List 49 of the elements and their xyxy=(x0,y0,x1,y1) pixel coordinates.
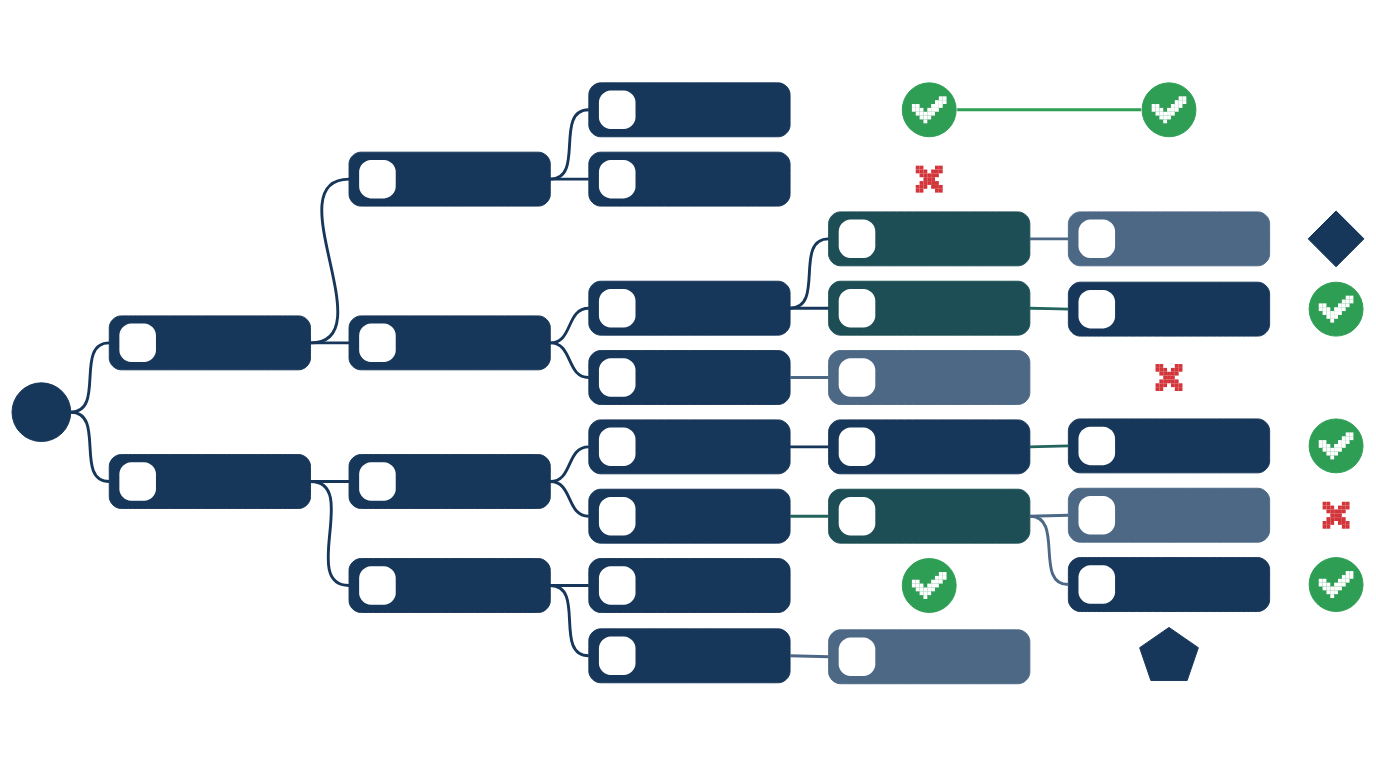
connector xyxy=(550,479,589,518)
connector xyxy=(310,177,350,344)
node-diamond xyxy=(1307,209,1365,267)
node-box xyxy=(828,628,1031,684)
node-box xyxy=(348,453,551,509)
node-box xyxy=(1067,281,1271,337)
node-box xyxy=(588,488,791,544)
node-circle xyxy=(1308,417,1364,473)
connector xyxy=(550,177,589,181)
connector xyxy=(790,375,829,379)
connector xyxy=(310,340,350,344)
node-circle xyxy=(1308,281,1364,337)
node-circle xyxy=(901,81,957,137)
node-box xyxy=(828,349,1031,405)
node-box xyxy=(828,280,1031,336)
connector xyxy=(790,653,829,658)
node-circle xyxy=(11,381,72,442)
connector xyxy=(790,306,829,310)
node-box xyxy=(108,453,311,509)
connector xyxy=(550,340,589,379)
node-box xyxy=(108,314,311,370)
connector xyxy=(1029,236,1069,240)
node-box xyxy=(828,488,1031,544)
node-pentagon xyxy=(1139,626,1199,681)
connector xyxy=(790,514,829,518)
node-circle xyxy=(901,557,957,613)
node-box xyxy=(588,418,791,474)
node-box xyxy=(348,151,551,207)
node-box xyxy=(1067,487,1271,543)
connector xyxy=(1029,306,1069,311)
node-box xyxy=(588,557,791,613)
node-circle xyxy=(1308,556,1364,612)
node-box xyxy=(1067,556,1271,612)
node-box xyxy=(588,81,791,137)
node-box xyxy=(348,557,551,613)
node-box xyxy=(348,314,551,370)
node-box xyxy=(588,280,791,336)
node-box xyxy=(828,210,1031,266)
node-box xyxy=(588,151,791,207)
connector xyxy=(790,444,829,448)
connector xyxy=(1029,443,1069,448)
connector xyxy=(550,306,589,344)
node-circle xyxy=(1141,81,1197,137)
node-box xyxy=(1067,417,1271,473)
connector xyxy=(957,107,1142,111)
node-box xyxy=(588,627,791,683)
node-box xyxy=(828,418,1031,474)
node-box xyxy=(588,349,791,405)
node-box xyxy=(1067,210,1271,266)
